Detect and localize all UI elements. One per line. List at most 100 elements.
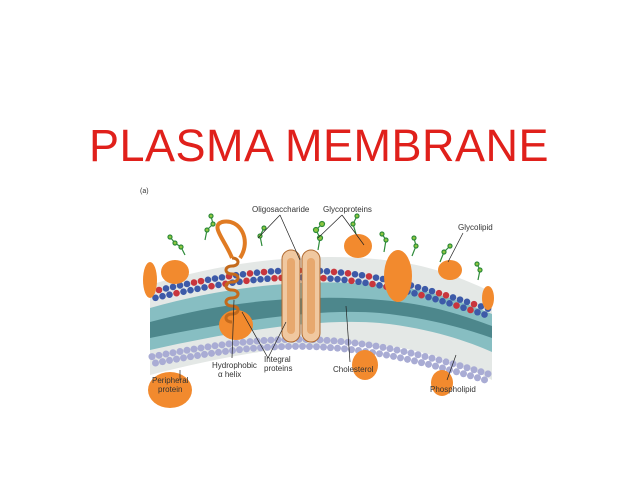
lipid-head xyxy=(334,345,341,352)
lipid-head xyxy=(478,368,485,375)
lipid-head xyxy=(327,275,334,282)
lipid-head xyxy=(191,279,198,286)
lipid-head xyxy=(208,283,215,290)
lipid-head xyxy=(341,277,348,284)
lipid-head xyxy=(418,292,425,299)
lipid-head xyxy=(247,270,254,277)
lipid-head xyxy=(163,351,170,358)
lipid-head xyxy=(292,343,299,350)
lipid-head xyxy=(215,282,222,289)
lipid-head xyxy=(436,357,443,364)
lipid-head xyxy=(194,286,201,293)
lipid-head xyxy=(376,350,383,357)
lipid-head xyxy=(481,311,488,318)
lipid-head xyxy=(331,337,338,344)
lipid-head xyxy=(474,374,481,381)
lipid-head xyxy=(471,366,478,373)
lipid-head xyxy=(355,278,362,285)
lipid-head xyxy=(156,352,163,359)
lipid-head xyxy=(264,275,271,282)
lipid-head xyxy=(187,287,194,294)
lipid-head xyxy=(380,344,387,351)
lipid-head xyxy=(264,344,271,351)
lipid-head xyxy=(352,340,359,347)
lipid-head xyxy=(446,300,453,307)
lipid-head xyxy=(306,343,313,350)
lipid-head xyxy=(481,376,488,383)
lipid-head xyxy=(149,353,156,360)
label-peripheral-line2: protein xyxy=(158,385,182,394)
lipid-head xyxy=(429,288,436,295)
lipid-head xyxy=(208,350,215,357)
lipid-head xyxy=(415,284,422,291)
lipid-head xyxy=(222,348,229,355)
lipid-head xyxy=(184,347,191,354)
lipid-head xyxy=(334,276,341,283)
lipid-head xyxy=(411,357,418,364)
lipid-head xyxy=(439,298,446,305)
lipid-head xyxy=(152,359,159,366)
lipid-head xyxy=(359,340,366,347)
lipid-head xyxy=(240,339,247,346)
lipid-head xyxy=(397,354,404,361)
lipid-head xyxy=(166,357,173,364)
lipid-head xyxy=(285,343,292,350)
lipid-head xyxy=(464,364,471,371)
label-integral-line1: Integral xyxy=(264,355,291,364)
lipid-head xyxy=(268,268,275,275)
lipid-head xyxy=(320,275,327,282)
lipid-head xyxy=(250,345,257,352)
lipid-head xyxy=(457,296,464,303)
lipid-head xyxy=(338,338,345,345)
lipid-head xyxy=(474,309,481,316)
lipid-head xyxy=(163,285,170,292)
lipid-head xyxy=(359,272,366,279)
label-cholesterol: Cholesterol xyxy=(333,365,374,374)
lipid-head xyxy=(173,290,180,297)
lipid-head xyxy=(219,341,226,348)
lipid-head xyxy=(240,271,247,278)
lipid-head xyxy=(345,339,352,346)
lipid-head xyxy=(471,301,478,308)
lipid-head xyxy=(450,294,457,301)
label-peripheral-line1: Peripheral xyxy=(152,376,189,385)
lipid-head xyxy=(411,290,418,297)
lipid-head xyxy=(212,342,219,349)
label-integral-line2: proteins xyxy=(264,364,292,373)
lipid-head xyxy=(268,337,275,344)
lipid-head xyxy=(373,343,380,350)
lipid-head xyxy=(205,277,212,284)
lipid-head xyxy=(170,349,177,356)
lipid-head xyxy=(422,286,429,293)
lipid-head xyxy=(159,293,166,300)
lipid-head xyxy=(404,356,411,363)
lipid-head xyxy=(173,356,180,363)
lipid-head xyxy=(219,274,226,281)
lipid-head xyxy=(345,270,352,277)
lipid-head xyxy=(394,347,401,354)
lipid-head xyxy=(327,344,334,351)
lipid-head xyxy=(460,304,467,311)
protein-top-right xyxy=(384,250,412,302)
lipid-head xyxy=(436,290,443,297)
lipid-head xyxy=(233,340,240,347)
lipid-head xyxy=(243,278,250,285)
label-glycoproteins: Glycoproteins xyxy=(323,205,372,214)
lipid-head xyxy=(460,370,467,377)
lipid-head xyxy=(278,343,285,350)
label-oligosaccharide: Oligosaccharide xyxy=(252,205,310,214)
lipid-head xyxy=(352,271,359,278)
lipid-head xyxy=(180,354,187,361)
lipid-head xyxy=(191,346,198,353)
lipid-head xyxy=(324,337,331,344)
lipid-head xyxy=(366,273,373,280)
lipid-head xyxy=(453,302,460,309)
lipid-head xyxy=(366,342,373,349)
lipid-head xyxy=(418,359,425,366)
lipid-head xyxy=(215,349,222,356)
lipid-head xyxy=(201,351,208,358)
lipid-head xyxy=(187,353,194,360)
lipid-head xyxy=(467,372,474,379)
protein-left-edge xyxy=(143,262,157,298)
